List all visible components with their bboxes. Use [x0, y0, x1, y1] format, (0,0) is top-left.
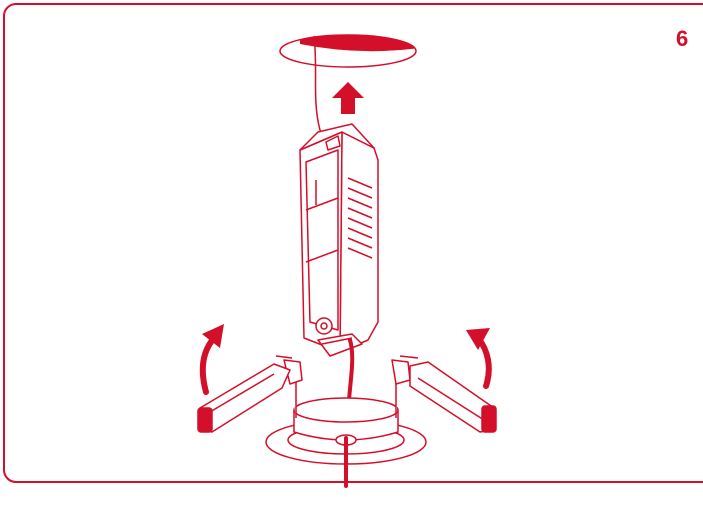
led-driver	[299, 123, 379, 357]
diagram-frame	[3, 3, 703, 483]
step-number: 6	[676, 26, 689, 51]
curved-arrow-up-left-icon	[199, 324, 224, 395]
arrow-up-icon	[332, 82, 364, 114]
ceiling-hole	[279, 34, 417, 68]
left-spring-clip	[197, 355, 303, 433]
right-spring-clip	[391, 355, 497, 433]
curved-arrow-up-right-icon	[466, 328, 492, 389]
driver-vents	[347, 177, 373, 259]
